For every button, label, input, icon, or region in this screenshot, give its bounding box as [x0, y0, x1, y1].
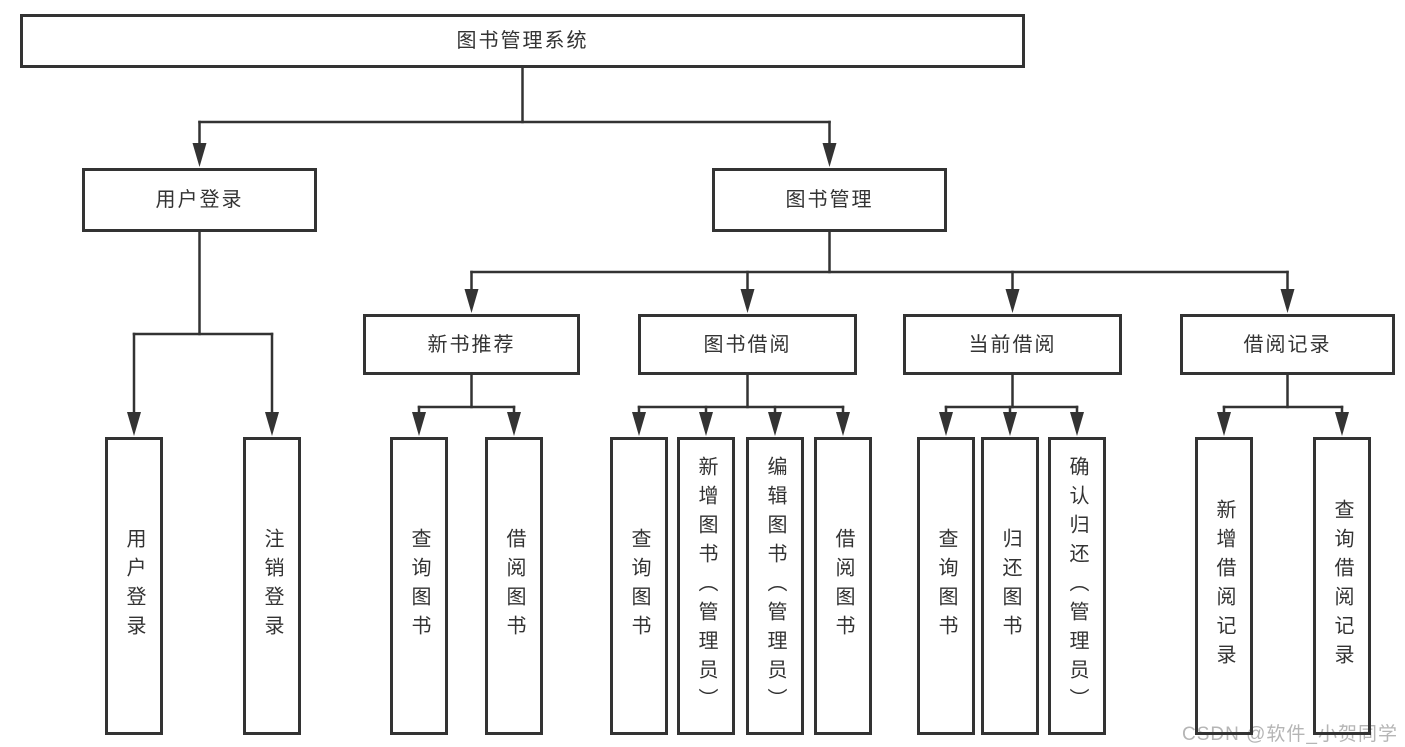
connector-book-borrow-to-leaves	[632, 373, 850, 436]
branch-node-label: 当前借阅	[968, 333, 1057, 356]
branch-node-label: 图书借阅	[703, 333, 792, 356]
leaf-node-label: 查询图书	[935, 528, 957, 644]
leaf-node-query-books-borrow: 查询图书	[610, 437, 668, 735]
leaf-node-query-borrow-record: 查询借阅记录	[1313, 437, 1371, 735]
connector-new-book-to-leaves	[412, 373, 521, 436]
csdn-watermark: CSDN @软件_小贺同学	[1182, 724, 1398, 745]
leaf-node-label: 查询图书	[408, 528, 430, 644]
branch-node-label: 用户登录	[155, 189, 244, 211]
leaf-node-borrow-books-recommend: 借阅图书	[485, 437, 543, 735]
leaf-node-query-books-recommend: 查询图书	[390, 437, 448, 735]
branch-node-new-book-recommend: 新书推荐	[363, 314, 580, 375]
leaf-node-label: 编辑图书（管理员）	[764, 455, 786, 717]
connector-user-login-to-leaves	[127, 230, 279, 436]
leaf-node-add-borrow-record: 新增借阅记录	[1195, 437, 1253, 735]
leaf-node-label: 注销登录	[261, 528, 283, 644]
root-node-label: 图书管理系统	[456, 30, 589, 52]
leaf-node-logout: 注销登录	[243, 437, 301, 735]
connector-book-management-to-level3	[464, 230, 1295, 313]
leaf-node-label: 查询借阅记录	[1331, 499, 1353, 673]
leaf-node-label: 用户登录	[123, 528, 145, 644]
branch-node-book-management: 图书管理	[712, 168, 947, 232]
branch-node-current-borrow: 当前借阅	[903, 314, 1122, 375]
leaf-node-label: 归还图书	[999, 528, 1021, 644]
root-node-library-management-system: 图书管理系统	[20, 14, 1025, 68]
connector-root-to-level2	[192, 66, 837, 167]
leaf-node-user-login: 用户登录	[105, 437, 163, 735]
branch-node-user-login: 用户登录	[82, 168, 317, 232]
leaf-node-label: 确认归还（管理员）	[1066, 455, 1088, 717]
leaf-node-label: 查询图书	[628, 528, 650, 644]
branch-node-borrow-records: 借阅记录	[1180, 314, 1395, 375]
leaf-node-label: 新增借阅记录	[1213, 499, 1235, 673]
leaf-node-confirm-return-admin: 确认归还（管理员）	[1048, 437, 1106, 735]
leaf-node-return-books: 归还图书	[981, 437, 1039, 735]
branch-node-label: 图书管理	[785, 189, 874, 211]
connector-borrow-records-to-leaves	[1217, 373, 1349, 436]
leaf-node-query-books-current: 查询图书	[917, 437, 975, 735]
leaf-node-borrow-books: 借阅图书	[814, 437, 872, 735]
connector-current-borrow-to-leaves	[939, 373, 1084, 436]
branch-node-book-borrow: 图书借阅	[638, 314, 857, 375]
leaf-node-label: 新增图书（管理员）	[695, 455, 717, 717]
leaf-node-label: 借阅图书	[832, 528, 854, 644]
branch-node-label: 借阅记录	[1243, 333, 1332, 356]
leaf-node-edit-books-admin: 编辑图书（管理员）	[746, 437, 804, 735]
leaf-node-add-books-admin: 新增图书（管理员）	[677, 437, 735, 735]
branch-node-label: 新书推荐	[427, 333, 516, 356]
leaf-node-label: 借阅图书	[503, 528, 525, 644]
